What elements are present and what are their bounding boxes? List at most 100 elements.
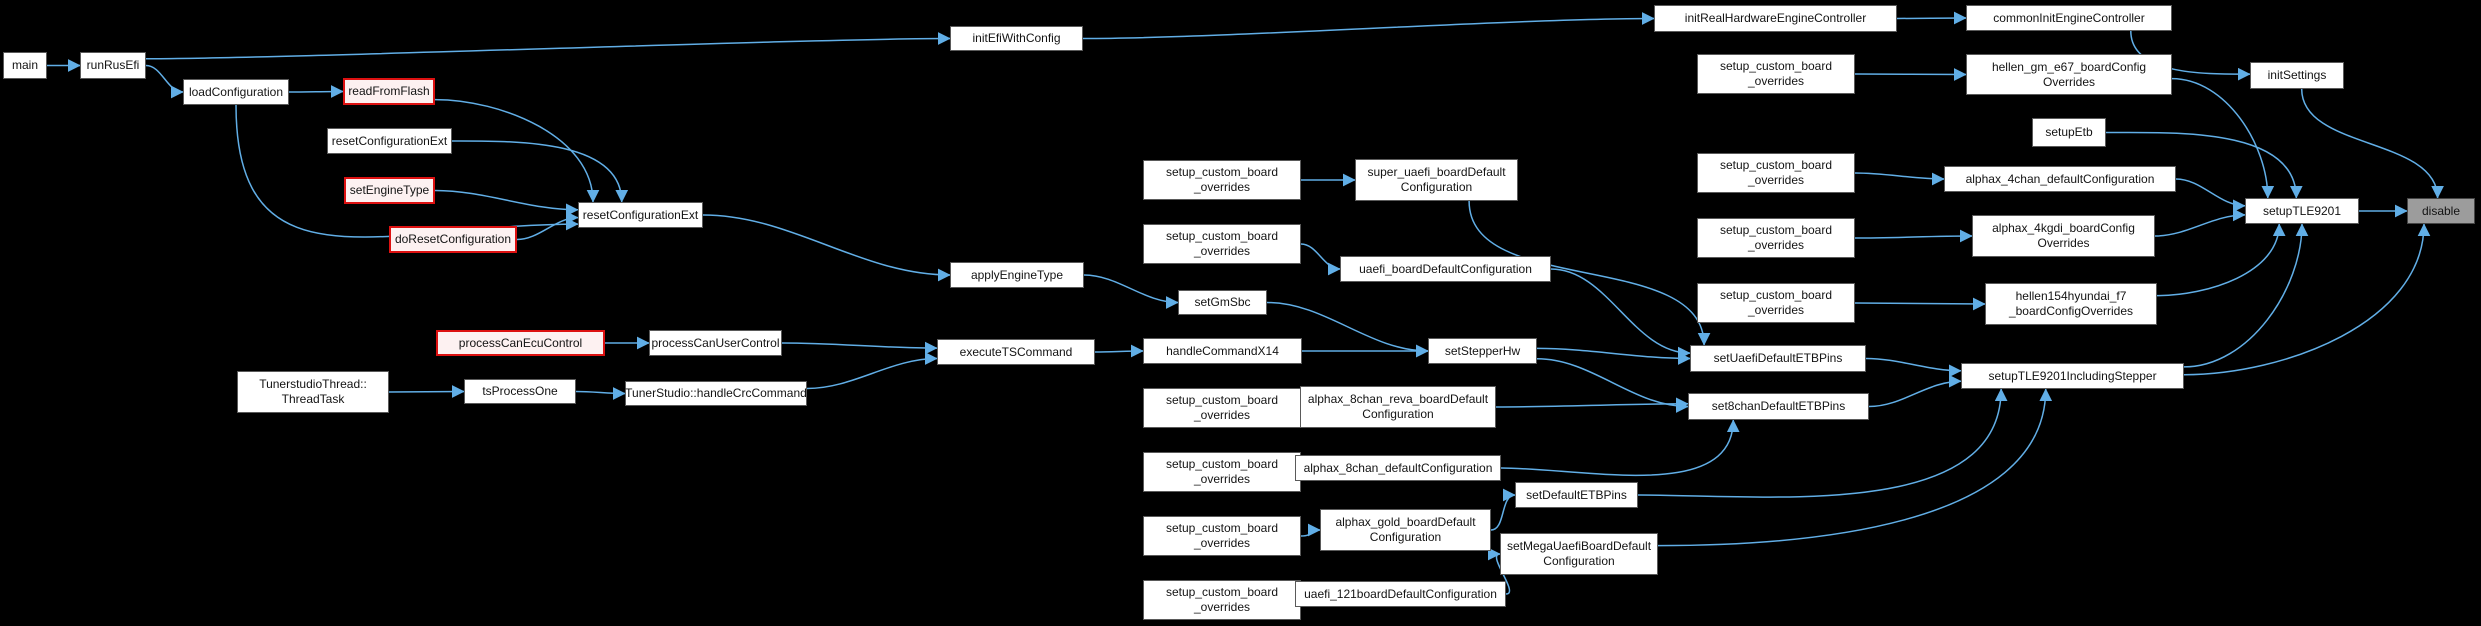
node-setUaefiETB[interactable]: setUaefiDefaultETBPins <box>1690 345 1866 372</box>
node-processCanEcuControl[interactable]: processCanEcuControl <box>436 330 605 356</box>
node-threadTask[interactable]: TunerstudioThread::ThreadTask <box>237 371 389 413</box>
node-alphax_8chan[interactable]: alphax_8chan_defaultConfiguration <box>1295 455 1501 481</box>
node-label: _overrides <box>1747 303 1805 317</box>
node-setup9[interactable]: setup_custom_board_overrides <box>1143 516 1301 556</box>
edge-processCanUserControl-to-executeTSCommand <box>781 341 938 355</box>
node-setStepperHw[interactable]: setStepperHw <box>1428 338 1537 364</box>
edge-alphax_8chan-to-set8chanETB <box>1500 419 1740 477</box>
node-main[interactable]: main <box>3 52 47 79</box>
node-label: _boardConfigOverrides <box>2008 304 2134 318</box>
edge-alphax_4kgdi-to-setupTLE9201 <box>2154 208 2246 237</box>
node-label: processCanUserControl <box>651 335 780 350</box>
node-label: setup_custom_board <box>1165 521 1279 536</box>
node-initEfiWithConfig[interactable]: initEfiWithConfig <box>950 26 1083 51</box>
node-setupEtb[interactable]: setupEtb <box>2032 118 2106 147</box>
node-setup10[interactable]: setup_custom_board_overrides <box>1143 580 1301 620</box>
edge-setEngineType-to-resetConfigurationExt <box>434 189 579 217</box>
node-setEngineType[interactable]: setEngineType <box>344 177 435 204</box>
node-label: hellen154hyundai_f7 <box>2015 289 2127 304</box>
node-label: setup_custom_board <box>1719 223 1833 238</box>
edge-setGmSbc-to-setStepperHw <box>1266 301 1429 358</box>
node-handleCrcCommand[interactable]: TunerStudio::handleCrcCommand <box>625 381 807 406</box>
node-setup6[interactable]: setup_custom_board_overrides <box>1143 224 1301 264</box>
edge-handleCrcCommand-to-executeTSCommand <box>806 352 938 390</box>
node-initRealHardwareEngineController[interactable]: initRealHardwareEngineController <box>1654 5 1897 32</box>
node-label: tsProcessOne <box>482 384 558 399</box>
node-initSettings[interactable]: initSettings <box>2250 62 2344 89</box>
node-applyEngineType[interactable]: applyEngineType <box>950 262 1084 288</box>
edge-stepper-to-setupTLE9201 <box>2183 223 2309 368</box>
node-disable: disable <box>2407 198 2475 224</box>
node-resetConfigurationExt[interactable]: resetConfigurationExt <box>578 202 703 228</box>
node-commonInitEngineController[interactable]: commonInitEngineController <box>1966 5 2172 31</box>
edge-runRusEfi-to-loadConfiguration <box>145 64 184 99</box>
node-label: main <box>11 58 38 73</box>
node-tsProcessOne[interactable]: tsProcessOne <box>464 379 576 404</box>
node-setDefaultETBPins[interactable]: setDefaultETBPins <box>1515 482 1638 508</box>
node-processCanUserControl[interactable]: processCanUserControl <box>649 330 782 356</box>
node-label: disable <box>2421 203 2461 218</box>
node-setup7[interactable]: setup_custom_board_overrides <box>1143 388 1301 428</box>
node-stepper[interactable]: setupTLE9201IncludingStepper <box>1961 363 2184 389</box>
node-executeTSCommand[interactable]: executeTSCommand <box>937 339 1095 365</box>
node-label: resetConfigurationExt <box>331 133 448 148</box>
node-handleCommandX14[interactable]: handleCommandX14 <box>1143 338 1302 364</box>
edge-hellen_gm_e67-to-setupTLE9201 <box>2171 77 2275 199</box>
node-runRusEfi[interactable]: runRusEfi <box>80 52 146 79</box>
node-doResetConfiguration[interactable]: doResetConfiguration <box>389 226 517 253</box>
node-uaefi_121[interactable]: uaefi_121boardDefaultConfiguration <box>1295 581 1506 607</box>
node-setup8[interactable]: setup_custom_board_overrides <box>1143 452 1301 492</box>
edge-setup6-to-uaefi_board <box>1300 243 1341 276</box>
node-label: setup_custom_board <box>1165 393 1279 408</box>
node-setup1[interactable]: setup_custom_board_overrides <box>1697 54 1855 94</box>
node-loadConfiguration[interactable]: loadConfiguration <box>183 79 289 105</box>
node-label: handleCommandX14 <box>1166 343 1279 358</box>
edge-executeTSCommand-to-handleCommandX14 <box>1094 344 1144 358</box>
node-label: Overrides <box>2037 236 2090 250</box>
edge-alphax_gold-to-setDefaultETBPins <box>1490 488 1516 531</box>
node-label: Configuration <box>1369 530 1442 544</box>
node-setup5[interactable]: setup_custom_board_overrides <box>1143 160 1301 200</box>
node-label: _overrides <box>1747 173 1805 187</box>
edge-uaefi_board-to-setUaefiETB <box>1550 268 1691 360</box>
node-label: alphax_8chan_reva_boardDefault <box>1307 392 1489 407</box>
node-label: commonInitEngineController <box>1993 10 2145 25</box>
node-label: runRusEfi <box>86 58 140 73</box>
node-label: _overrides <box>1193 472 1251 486</box>
node-alphax_4chan[interactable]: alphax_4chan_defaultConfiguration <box>1944 166 2176 192</box>
node-label: processCanEcuControl <box>458 335 583 350</box>
node-label: alphax_8chan_defaultConfiguration <box>1303 460 1493 475</box>
edge-doResetConfiguration-to-resetConfigurationExt <box>516 211 579 241</box>
node-setup3[interactable]: setup_custom_board_overrides <box>1697 218 1855 258</box>
edge-loadConfiguration-to-readFromFlash <box>288 85 344 98</box>
node-label: initSettings <box>2267 68 2327 83</box>
edge-threadTask-to-tsProcessOne <box>388 385 465 398</box>
node-uaefi_board[interactable]: uaefi_boardDefaultConfiguration <box>1340 256 1551 282</box>
node-setup4[interactable]: setup_custom_board_overrides <box>1697 283 1855 323</box>
node-label: resetConfigurationExt <box>582 207 699 222</box>
edge-hellen154-to-setupTLE9201 <box>2156 223 2286 297</box>
node-label: _overrides <box>1747 238 1805 252</box>
node-setupTLE9201[interactable]: setupTLE9201 <box>2245 198 2359 224</box>
node-setGmSbc[interactable]: setGmSbc <box>1178 290 1267 315</box>
edge-setUaefiETB-to-stepper <box>1865 357 1962 378</box>
node-hellen154[interactable]: hellen154hyundai_f7_boardConfigOverrides <box>1985 283 2157 325</box>
edge-alphax_4chan-to-setupTLE9201 <box>2175 178 2246 213</box>
node-readFromFlash[interactable]: readFromFlash <box>343 78 435 105</box>
node-label: _overrides <box>1193 408 1251 422</box>
node-set8chanETB[interactable]: set8chanDefaultETBPins <box>1688 393 1869 420</box>
edge-loadConfiguration-to-resetConfigurationExt <box>235 104 579 238</box>
node-setup2[interactable]: setup_custom_board_overrides <box>1697 153 1855 193</box>
edge-super_uaefi-to-setUaefiETB <box>1468 200 1711 346</box>
node-label: set8chanDefaultETBPins <box>1711 399 1846 414</box>
node-resetConfigurationExtCaller[interactable]: resetConfigurationExt <box>327 128 452 154</box>
node-label: TunerStudio::handleCrcCommand <box>625 386 807 401</box>
node-label: setup_custom_board <box>1165 585 1279 600</box>
node-label: _overrides <box>1193 536 1251 550</box>
